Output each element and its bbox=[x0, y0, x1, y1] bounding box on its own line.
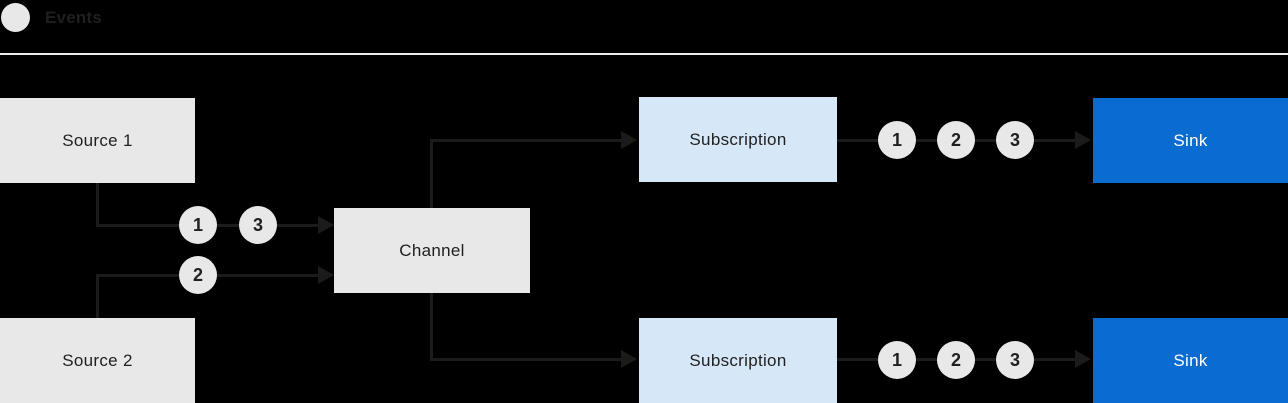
event-marker-1: 1 bbox=[179, 206, 217, 244]
event-marker-1: 1 bbox=[878, 341, 916, 379]
node-subscription-bottom: Subscription bbox=[639, 318, 837, 403]
arrowhead-subscription-bottom-to-sink-icon bbox=[1075, 350, 1091, 368]
arrowhead-channel-to-subscription-top-icon bbox=[621, 131, 637, 149]
event-marker-3: 3 bbox=[996, 341, 1034, 379]
node-source-2: Source 2 bbox=[0, 318, 195, 403]
connector-source2-vertical bbox=[96, 274, 99, 318]
event-marker-3: 3 bbox=[239, 206, 277, 244]
connector-source1-vertical bbox=[96, 183, 99, 227]
event-markers-source2-to-channel: 2 bbox=[179, 256, 217, 294]
arrowhead-source2-to-channel-icon bbox=[318, 266, 334, 284]
node-source-2-label: Source 2 bbox=[62, 350, 133, 370]
event-marker-2: 2 bbox=[179, 256, 217, 294]
connector-channel-down-vertical bbox=[430, 293, 433, 359]
event-marker-1: 1 bbox=[878, 121, 916, 159]
event-marker-2: 2 bbox=[937, 121, 975, 159]
node-source-1: Source 1 bbox=[0, 98, 195, 183]
node-sink-bottom: Sink bbox=[1093, 318, 1288, 403]
node-sink-top: Sink bbox=[1093, 98, 1288, 183]
arrowhead-channel-to-subscription-bottom-icon bbox=[621, 350, 637, 368]
node-sink-top-label: Sink bbox=[1173, 130, 1208, 150]
node-sink-bottom-label: Sink bbox=[1173, 350, 1208, 370]
event-marker-2: 2 bbox=[937, 341, 975, 379]
node-channel: Channel bbox=[334, 208, 530, 293]
arrowhead-source1-to-channel-icon bbox=[318, 216, 334, 234]
node-channel-label: Channel bbox=[399, 240, 465, 260]
connector-channel-to-subscription-top bbox=[430, 139, 621, 142]
node-source-1-label: Source 1 bbox=[62, 130, 133, 150]
node-subscription-bottom-label: Subscription bbox=[689, 350, 787, 370]
connector-channel-to-subscription-bottom bbox=[430, 358, 621, 361]
node-subscription-top: Subscription bbox=[639, 97, 837, 182]
event-marker-3: 3 bbox=[996, 121, 1034, 159]
legend-label: Events bbox=[45, 8, 102, 27]
arrowhead-subscription-top-to-sink-icon bbox=[1075, 131, 1091, 149]
connector-channel-up-vertical bbox=[430, 139, 433, 208]
event-dot-icon bbox=[1, 3, 30, 32]
node-subscription-top-label: Subscription bbox=[689, 129, 787, 149]
divider-line bbox=[0, 53, 1288, 55]
